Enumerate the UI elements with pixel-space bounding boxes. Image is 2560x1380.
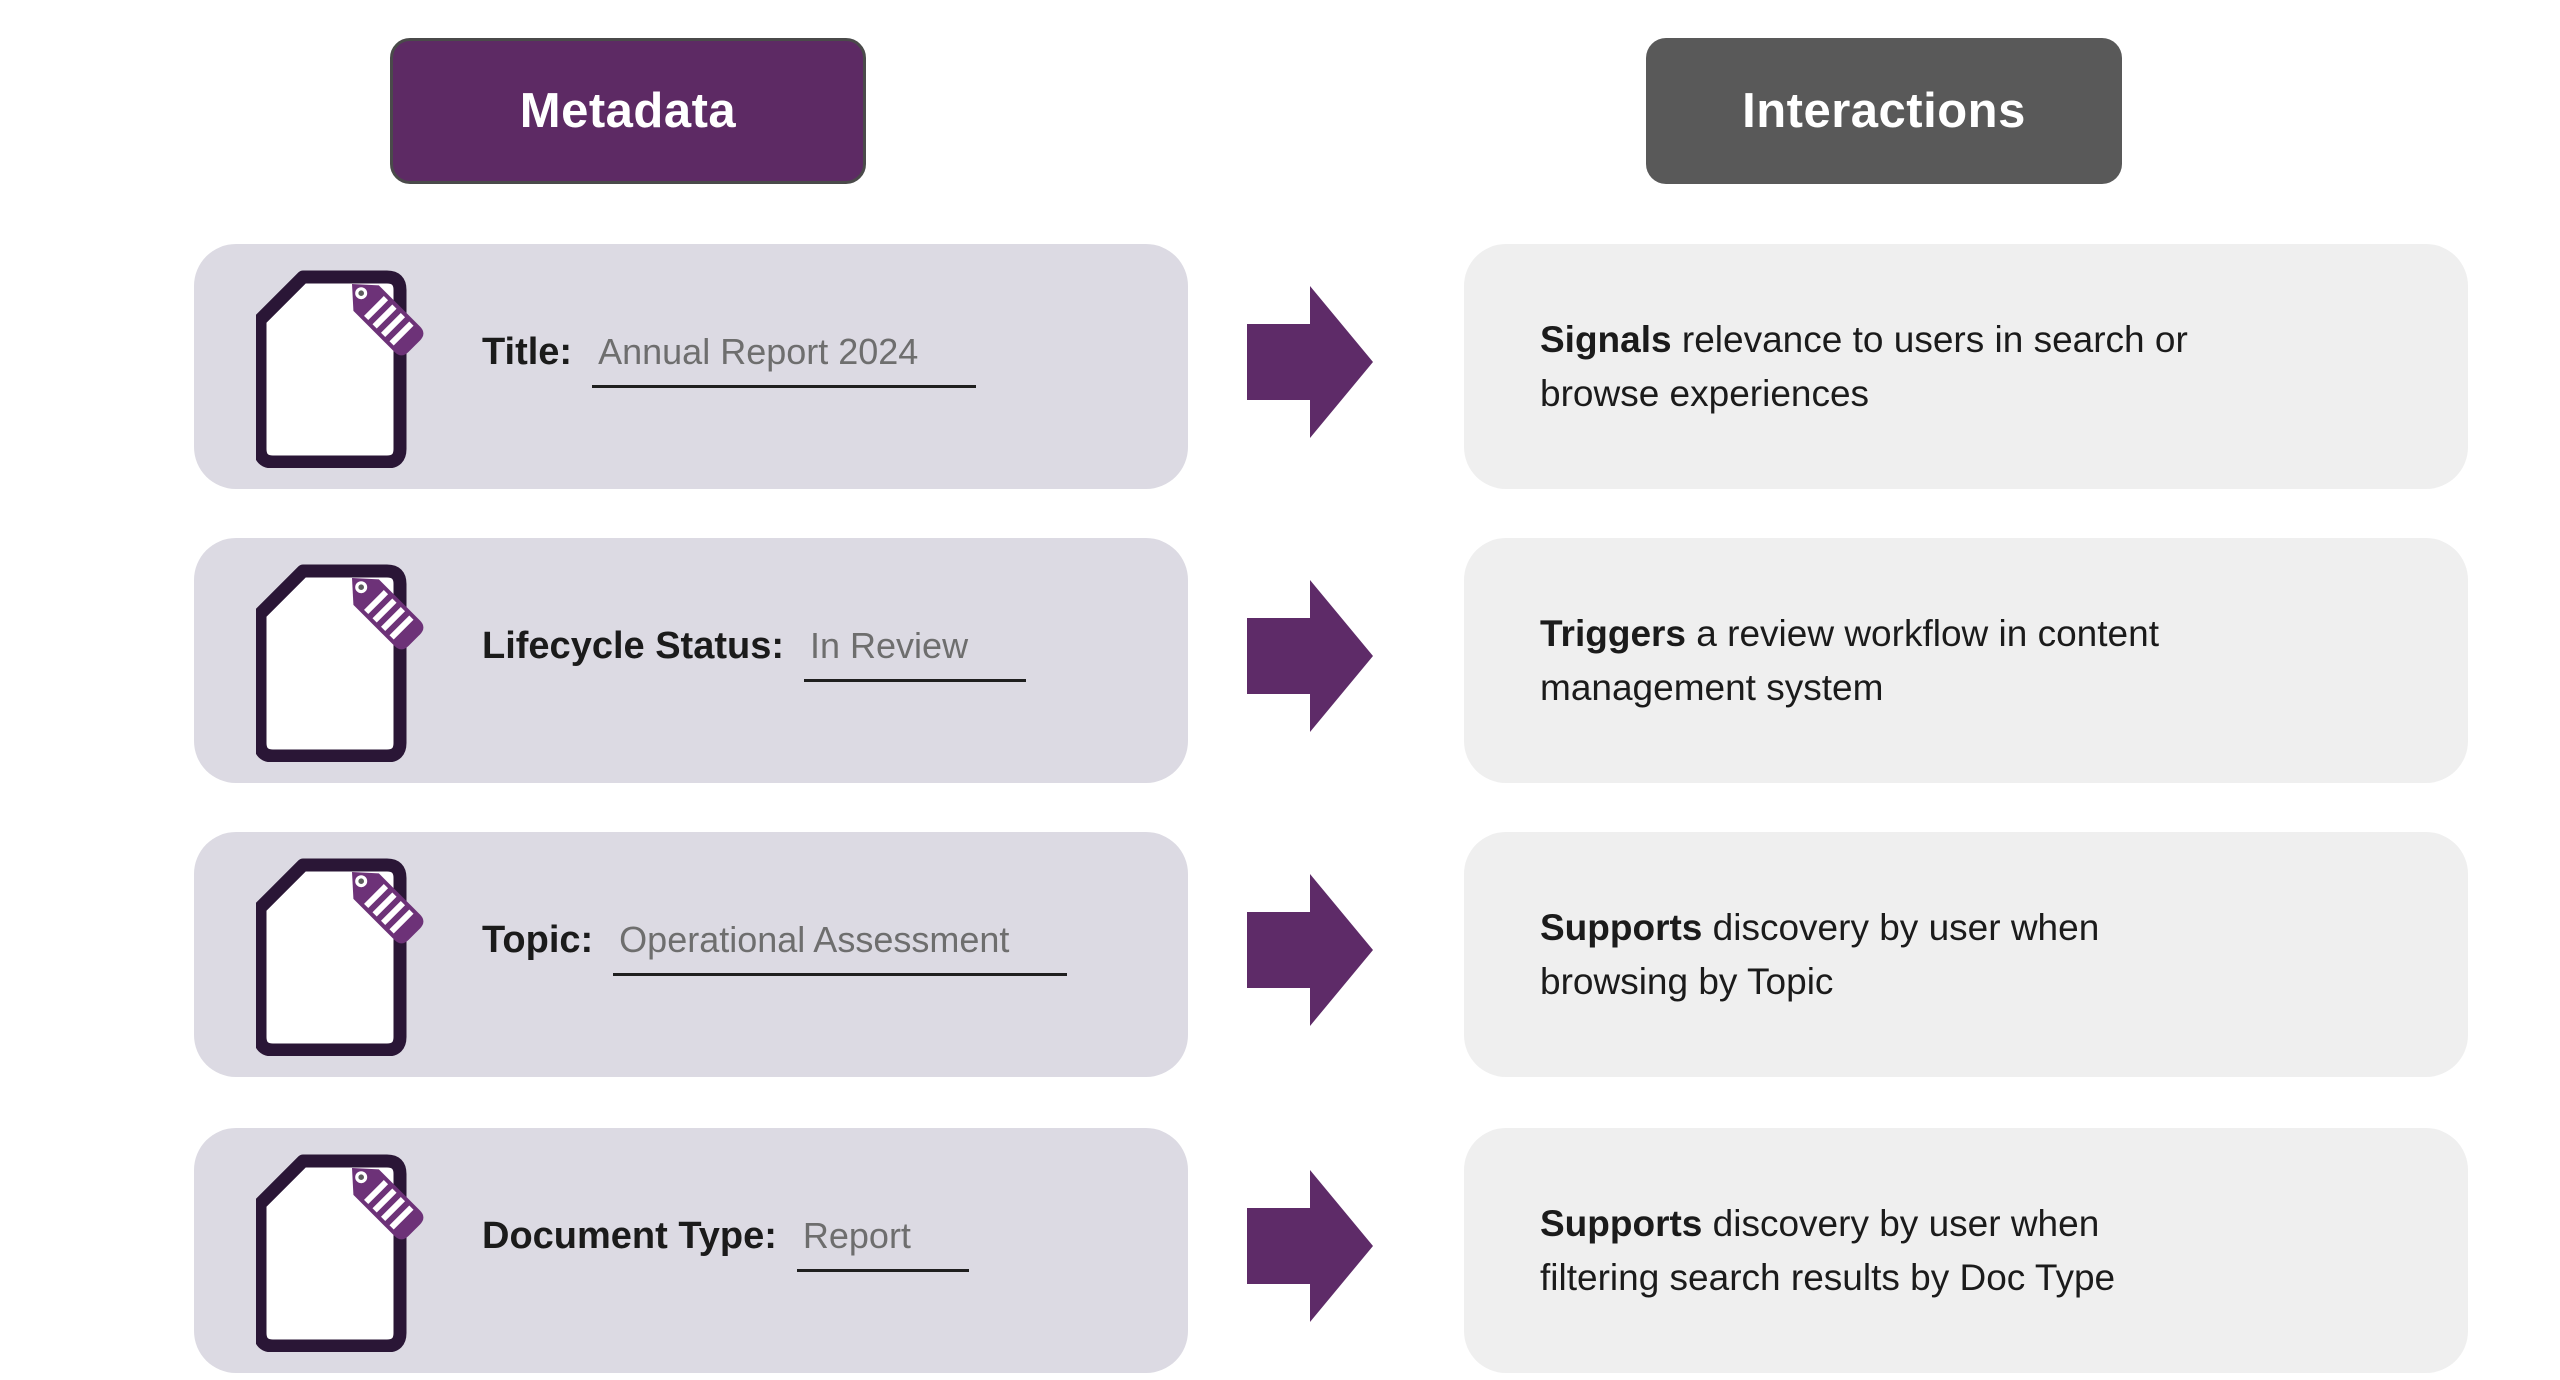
field-label: Topic: xyxy=(482,919,594,961)
field-label: Lifecycle Status: xyxy=(482,625,784,667)
field-label: Document Type: xyxy=(482,1215,777,1257)
metadata-field: Lifecycle Status: In Review xyxy=(482,538,1158,769)
document-with-tag-icon xyxy=(256,1152,506,1352)
diagram-row: Topic: Operational Assessment Supports d… xyxy=(0,832,2560,1077)
metadata-card-title: Title: Annual Report 2024 xyxy=(194,244,1188,489)
diagram-row: Document Type: Report Supports discovery… xyxy=(0,1128,2560,1373)
interaction-lead-word: Triggers xyxy=(1540,613,1686,655)
interaction-description: discovery by user when filtering search … xyxy=(1540,1203,2116,1298)
field-value: In Review xyxy=(804,625,1027,682)
metadata-field: Title: Annual Report 2024 xyxy=(482,244,1158,475)
field-value: Annual Report 2024 xyxy=(592,331,977,388)
interaction-text: Supports discovery by user when filterin… xyxy=(1464,1197,2175,1304)
arrow-right-icon xyxy=(1247,286,1373,438)
interaction-text: Supports discovery by user when browsing… xyxy=(1464,901,2159,1008)
metadata-card-lifecycle-status: Lifecycle Status: In Review xyxy=(194,538,1188,783)
interaction-card: Signals relevance to users in search or … xyxy=(1464,244,2468,489)
metadata-card-document-type: Document Type: Report xyxy=(194,1128,1188,1373)
interaction-lead-word: Supports xyxy=(1540,1203,1703,1245)
interaction-description: a review workflow in content management … xyxy=(1540,613,2159,708)
arrow-right-icon xyxy=(1247,580,1373,732)
field-value: Report xyxy=(796,1215,969,1272)
diagram-row: Title: Annual Report 2024 Signals releva… xyxy=(0,244,2560,489)
metadata-field: Document Type: Report xyxy=(482,1128,1158,1359)
interaction-lead-word: Supports xyxy=(1540,907,1703,949)
interaction-description: discovery by user when browsing by Topic xyxy=(1540,907,2100,1002)
document-with-tag-icon xyxy=(256,268,506,468)
diagram-row: Lifecycle Status: In Review Triggers a r… xyxy=(0,538,2560,783)
interaction-card: Supports discovery by user when filterin… xyxy=(1464,1128,2468,1373)
interaction-text: Signals relevance to users in search or … xyxy=(1464,313,2248,420)
interactions-header: Interactions xyxy=(1646,38,2122,184)
document-with-tag-icon xyxy=(256,562,506,762)
interaction-description: relevance to users in search or browse e… xyxy=(1540,319,2188,414)
interaction-lead-word: Signals xyxy=(1540,319,1672,361)
metadata-field: Topic: Operational Assessment xyxy=(482,832,1158,1063)
metadata-card-topic: Topic: Operational Assessment xyxy=(194,832,1188,1077)
interaction-text: Triggers a review workflow in content ma… xyxy=(1464,607,2219,714)
field-value: Operational Assessment xyxy=(613,919,1068,976)
interaction-card: Triggers a review workflow in content ma… xyxy=(1464,538,2468,783)
document-with-tag-icon xyxy=(256,856,506,1056)
arrow-right-icon xyxy=(1247,874,1373,1026)
metadata-header: Metadata xyxy=(390,38,866,184)
field-label: Title: xyxy=(482,331,573,373)
interaction-card: Supports discovery by user when browsing… xyxy=(1464,832,2468,1077)
arrow-right-icon xyxy=(1247,1170,1373,1322)
